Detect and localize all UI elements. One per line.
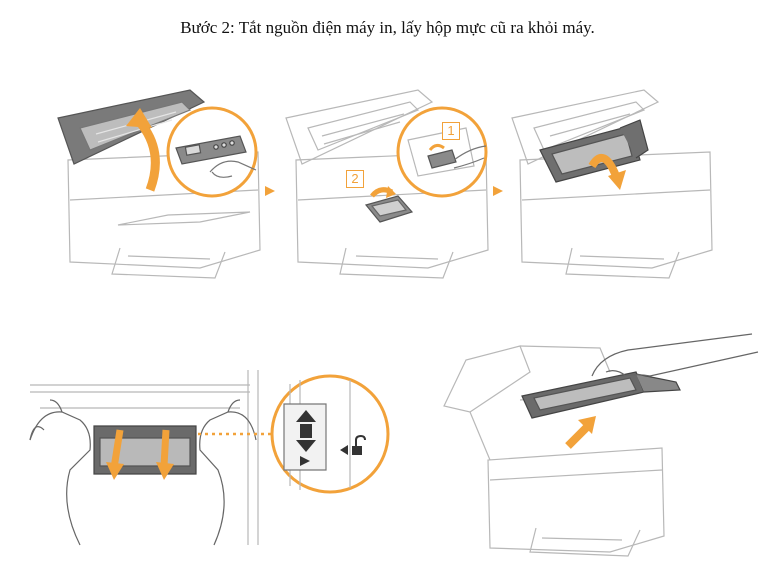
next-step-arrow-icon [493, 186, 503, 196]
step-badge-1: 1 [442, 122, 460, 140]
lift-arrow-icon [134, 116, 160, 192]
pull-down-arrow-icon [106, 462, 124, 480]
open-arrow-icon [588, 154, 620, 178]
unlock-icon [352, 434, 366, 455]
hands-pull-cartridge-illustration [29, 370, 259, 546]
printer-lid-opened-illustration [511, 89, 713, 279]
control-panel-zoom [166, 106, 258, 198]
next-step-arrow-icon [265, 186, 275, 196]
step-caption: Bước 2: Tắt nguồn điện máy in, lấy hộp m… [180, 18, 595, 37]
inner-lid-zoom [396, 106, 488, 198]
step-badge-2: 2 [346, 170, 364, 188]
remove-cartridge-illustration [443, 333, 759, 557]
pull-down-arrow-icon [156, 462, 174, 480]
lock-lever-zoom [270, 374, 390, 494]
lift-out-arrow-icon [578, 416, 596, 434]
lever-updown-icon [296, 410, 316, 422]
